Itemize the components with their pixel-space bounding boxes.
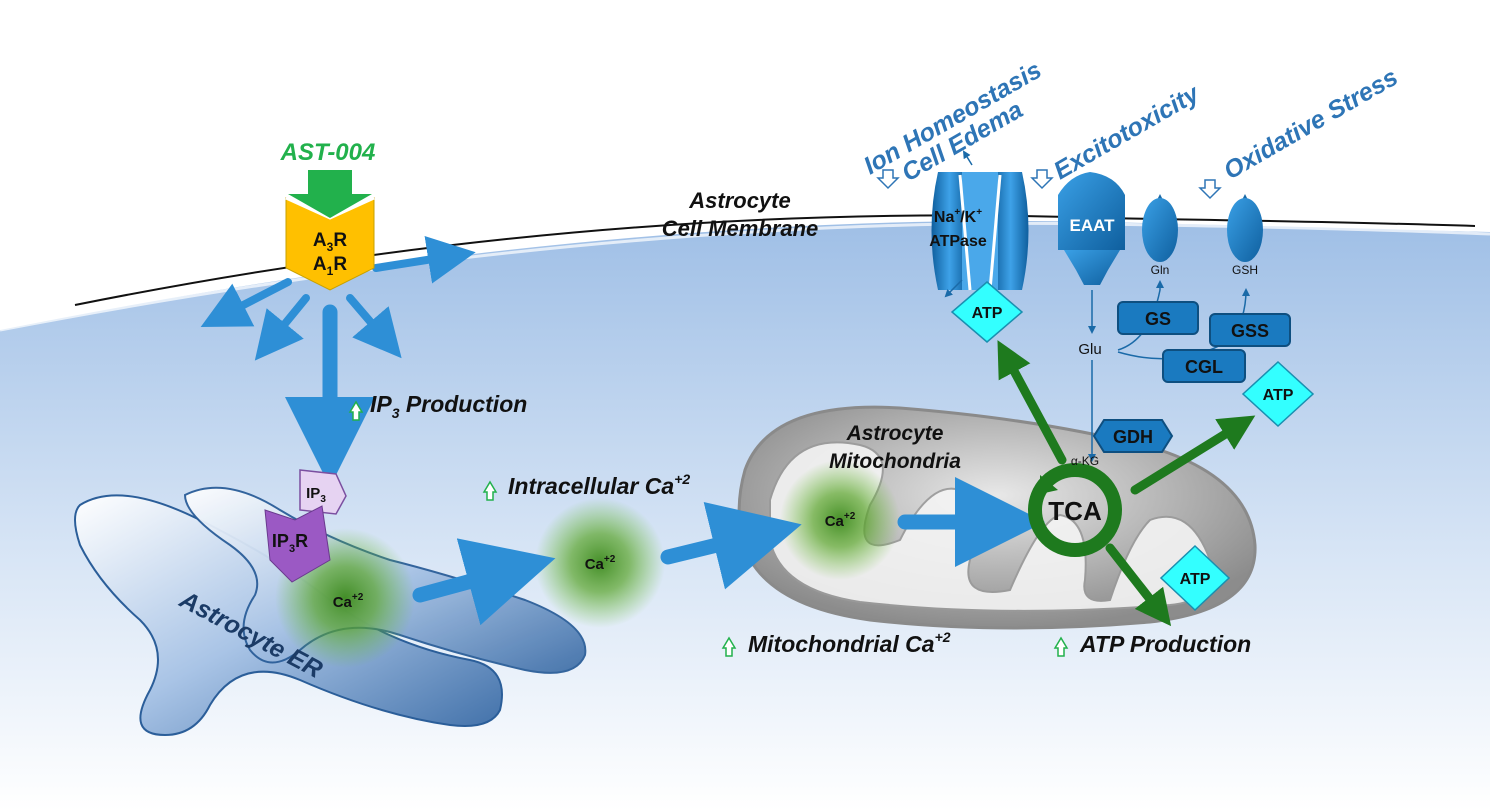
ip3-production-label: IP3 Production (370, 391, 527, 421)
down-arrow-icon (1030, 169, 1054, 190)
outcome-excitotoxicity: Excitotoxicity (1049, 79, 1205, 185)
up-arrow-icon (1053, 636, 1069, 657)
enzyme-cgl: CGL (1162, 349, 1246, 383)
svg-text:ATP: ATP (972, 305, 1003, 322)
cell-edge-white (0, 221, 1490, 332)
ca-glow-mito (780, 460, 900, 580)
gln-transporter (1142, 198, 1178, 262)
drug-arrow (288, 170, 372, 218)
pump-label-line1: Na+/K+ (934, 207, 982, 226)
atp-diamond-1: ATP (950, 281, 1024, 343)
membrane-label-line1: Astrocyte (688, 188, 790, 213)
up-arrow-icon (348, 400, 364, 421)
up-arrow-icon (482, 480, 498, 501)
membrane-label-line2: Cell Membrane (662, 216, 819, 241)
pump-label-line2: ATPase (929, 233, 987, 250)
enzyme-gdh: GDH (1092, 419, 1174, 453)
ip3-molecule: IP3 (299, 469, 347, 515)
signal-arrows (200, 236, 476, 487)
svg-text:Excitotoxicity: Excitotoxicity (1049, 79, 1205, 185)
gsh-transporter (1227, 198, 1263, 262)
enzyme-gs-label: GS (1145, 309, 1171, 329)
akg-label: α-KG (1071, 454, 1099, 468)
svg-text:IP3: IP3 (306, 485, 326, 505)
svg-text:ATP: ATP (1263, 387, 1294, 404)
svg-text:ATP: ATP (1180, 571, 1211, 588)
enzyme-cgl-label: CGL (1185, 357, 1223, 377)
gln-label: Gln (1151, 263, 1170, 277)
calcium-flow-arrows (412, 477, 1045, 626)
tca-atp-arrows (997, 340, 1256, 627)
eaat-transporter (1058, 172, 1125, 285)
ca-label-mito: Ca+2 (825, 511, 856, 530)
na-k-atpase-pump (931, 150, 1029, 298)
up-arrow-icons (348, 400, 1069, 657)
atp-diamond-2: ATP (1241, 360, 1315, 428)
drug-name: AST-004 (280, 139, 376, 166)
mito-label-line1: Astrocyte (846, 422, 944, 445)
enzyme-gs: GS (1117, 301, 1199, 335)
ip3-receptor: IP3R (264, 505, 331, 583)
enzyme-gss: GSS (1209, 313, 1291, 347)
ca-glow-cytosol (535, 498, 665, 628)
up-arrow-icon (721, 636, 737, 657)
svg-text:Oxidative Stress: Oxidative Stress (1219, 63, 1403, 185)
outcome-oxidative-stress: Oxidative Stress (1219, 63, 1403, 185)
tca-ring-arrow (1040, 475, 1058, 494)
glu-label: Glu (1078, 341, 1101, 358)
down-arrow-icon (1198, 179, 1222, 200)
enzyme-gdh-label: GDH (1113, 427, 1153, 447)
atp-diamond-3: ATP (1159, 544, 1231, 612)
down-arrow-icons (876, 169, 1222, 200)
ca-label-cytosol: Ca+2 (585, 554, 616, 573)
enzyme-gss-label: GSS (1231, 321, 1269, 341)
svg-text:IP3R: IP3R (272, 531, 308, 555)
intracellular-ca-label: Intracellular Ca+2 (508, 471, 690, 499)
eaat-label: EAAT (1069, 216, 1115, 235)
atp-production-label: ATP Production (1079, 631, 1251, 657)
ca-label-er: Ca+2 (333, 592, 364, 611)
mito-label-line2: Mitochondria (829, 450, 961, 473)
receptor-a1r-label: A1R (313, 254, 347, 278)
receptor-a3r-label: A3R (313, 230, 347, 254)
tca-label: TCA (1048, 496, 1102, 526)
mitochondrial-ca-label: Mitochondrial Ca+2 (748, 629, 951, 657)
down-arrow-icon (876, 169, 900, 190)
gsh-label: GSH (1232, 263, 1258, 277)
tca-cycle-ring (1028, 463, 1122, 557)
